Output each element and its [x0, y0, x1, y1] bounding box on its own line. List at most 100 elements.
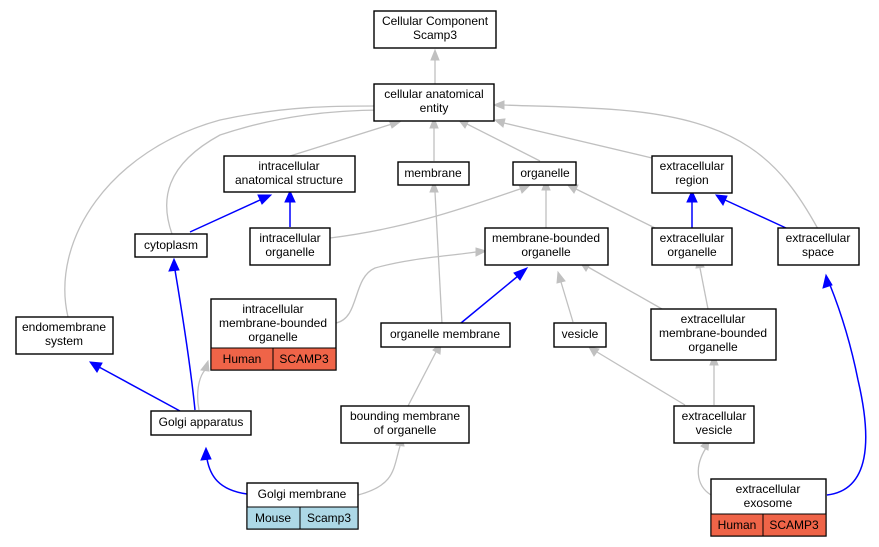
edge-exspace-to-exregion [724, 199, 787, 229]
edge-golgimem-to-bmo [357, 445, 401, 496]
gene-tag-label: SCAMP3 [279, 352, 329, 366]
node-label-line: membrane [404, 166, 462, 180]
node-extracellular-organelle[interactable]: extracellular organelle [651, 227, 733, 266]
node-cellular-component-scamp3[interactable]: Cellular Component Scamp3 [373, 10, 497, 49]
edge-endo-to-cae [64, 105, 387, 318]
gene-tag [299, 506, 359, 530]
arrowhead [88, 361, 103, 373]
arrowhead [686, 189, 698, 203]
edge-cytoplasm-to-ias [189, 199, 261, 233]
node-label-line: organelle membrane [390, 327, 500, 341]
node-label-line: entity [420, 101, 449, 115]
node-extracellular-exosome[interactable]: extracellular exosome Human SCAMP3 [710, 478, 827, 537]
arrowhead [518, 184, 532, 194]
arrowhead [429, 180, 439, 193]
arrowhead [284, 189, 296, 203]
edge-exosome-to-exspace [826, 284, 867, 496]
node-cellular-anatomical-entity[interactable]: cellular anatomical entity [373, 83, 495, 122]
edge-golgi-to-endo [98, 366, 181, 412]
node-label-line: extracellular [660, 231, 725, 245]
node-label-line: of organelle [374, 423, 437, 437]
node-label-line: cellular anatomical [384, 87, 483, 101]
edge-orgmem-to-membrane [434, 191, 443, 325]
edge-exregion-to-cae [503, 122, 653, 159]
node-extracellular-region[interactable]: extracellular region [651, 155, 733, 194]
node-label-line: intracellular [242, 302, 303, 316]
node-bounding-membrane-of-organelle[interactable]: bounding membrane of organelle [340, 405, 470, 444]
edge-exosome-to-exves [697, 447, 712, 496]
gene-tag [272, 347, 337, 371]
arrowhead [492, 100, 505, 110]
arrowhead [822, 273, 833, 289]
node-membrane[interactable]: membrane [397, 161, 470, 186]
node-label-line: extracellular [736, 482, 801, 496]
arrowhead [556, 270, 566, 284]
arrowhead [200, 359, 210, 372]
node-label-line: organelle [248, 330, 298, 344]
node-organelle-membrane[interactable]: organelle membrane [380, 322, 511, 348]
arrowhead [429, 116, 439, 129]
arrowhead [513, 267, 529, 281]
node-extracellular-space[interactable]: extracellular space [777, 227, 860, 266]
edges-layer [64, 60, 867, 496]
arrowhead [588, 346, 600, 357]
node-intracellular-anatomical-structure[interactable]: intracellular anatomical structure [223, 155, 356, 193]
node-label-line: extracellular [682, 409, 747, 423]
node-label-line: Cellular Component [382, 14, 489, 28]
edge-exmbo-to-mbo [587, 266, 663, 310]
node-label-line: organelle [520, 166, 570, 180]
node-label-line: cytoplasm [144, 238, 198, 252]
node-label-line: Golgi membrane [258, 487, 347, 501]
node-label-line: extracellular [786, 231, 851, 245]
node-label-line: region [675, 173, 708, 187]
edge-imbo-to-mbo [335, 251, 477, 324]
edge-exorg-to-organelle [575, 188, 656, 229]
node-label-line: vesicle [562, 327, 599, 341]
edge-exmbo-to-exorg [699, 267, 709, 310]
node-label-line: system [45, 334, 83, 348]
node-extracellular-membrane-bounded-organelle[interactable]: extracellular membrane-bounded organelle [650, 308, 777, 361]
arrowhead [714, 194, 728, 207]
node-label-line: membrane-bounded [492, 231, 600, 245]
node-label-line: organelle [265, 245, 315, 259]
node-vesicle[interactable]: vesicle [553, 322, 607, 348]
node-label-line: Scamp3 [413, 28, 457, 42]
species-tag-label: Mouse [255, 511, 291, 525]
node-label-line: membrane-bounded [659, 326, 767, 340]
node-label-line: Golgi apparatus [159, 415, 244, 429]
node-label-line: intracellular [259, 231, 320, 245]
node-endomembrane-system[interactable]: endomembrane system [15, 316, 114, 355]
gene-tag [762, 513, 827, 537]
edge-vesicle-to-mbo [560, 281, 574, 323]
edge-cytoplasm-to-cae [166, 109, 387, 235]
node-extracellular-vesicle[interactable]: extracellular vesicle [673, 405, 755, 444]
edge-exspace-to-cae [503, 104, 819, 230]
species-tag-label: Human [223, 352, 262, 366]
node-label-line: organelle [521, 245, 571, 259]
arrowhead [475, 247, 488, 257]
node-label-line: exosome [744, 496, 793, 510]
arrowhead [430, 48, 440, 61]
node-label-line: bounding membrane [350, 409, 460, 423]
node-label-line: endomembrane [22, 320, 106, 334]
node-golgi-membrane[interactable]: Golgi membrane Mouse Scamp3 [246, 482, 359, 530]
node-cytoplasm[interactable]: cytoplasm [134, 233, 208, 258]
node-organelle[interactable]: organelle [512, 161, 577, 186]
node-intracellular-membrane-bounded-organelle[interactable]: intracellular membrane-bounded organelle… [210, 298, 337, 371]
edge-orgmem-to-mbo [460, 275, 519, 324]
arrowhead [257, 194, 273, 205]
node-label-line: organelle [667, 245, 717, 259]
node-label-line: extracellular [681, 312, 746, 326]
nodes-layer: Cellular Component Scamp3 cellular anato… [15, 10, 860, 537]
node-label-line: vesicle [696, 423, 733, 437]
edge-golgi-to-imbo [197, 369, 206, 411]
edge-golgimem-to-golgi [206, 458, 248, 495]
node-label-line: extracellular [660, 159, 725, 173]
arrowhead [200, 446, 212, 461]
gene-tag-label: SCAMP3 [769, 518, 819, 532]
node-membrane-bounded-organelle[interactable]: membrane-bounded organelle [484, 227, 609, 266]
node-golgi-apparatus[interactable]: Golgi apparatus [150, 410, 252, 436]
gene-tag-label: Scamp3 [307, 511, 351, 525]
edge-bmo-to-orgmem [407, 351, 437, 407]
node-intracellular-organelle[interactable]: intracellular organelle [249, 227, 331, 266]
